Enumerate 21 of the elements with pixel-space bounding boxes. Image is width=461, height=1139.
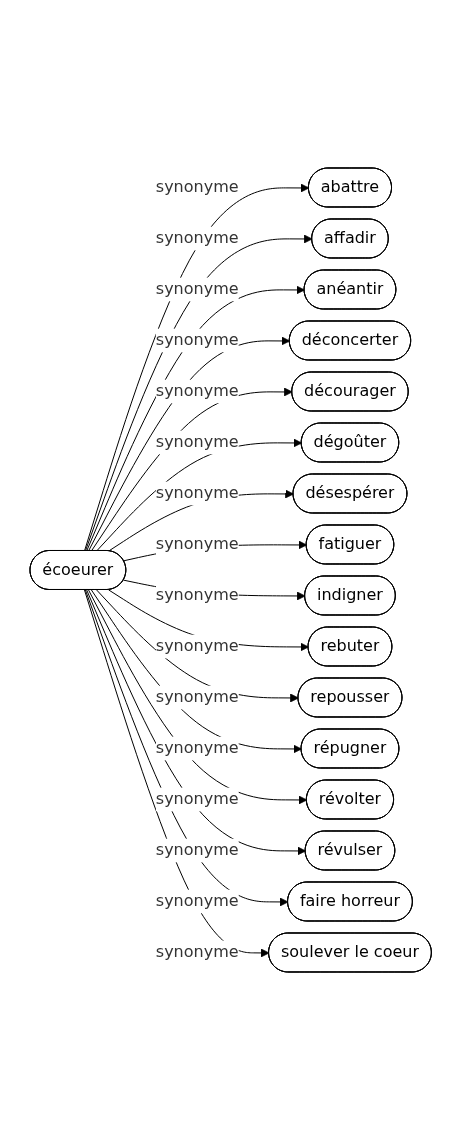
arrow [83, 589, 270, 957]
edge-label: synonyme [155, 737, 239, 757]
edge-label: synonyme [155, 431, 239, 451]
arrow [95, 589, 299, 702]
edge-label: synonyme [155, 584, 239, 604]
edge-label: synonyme [155, 533, 239, 553]
edge-label: synonyme [155, 279, 239, 298]
edge-label: synonyme [155, 177, 239, 196]
edge-label: synonyme [155, 381, 239, 400]
edge-label: synonyme [155, 228, 239, 247]
edge-label: synonyme [155, 839, 239, 859]
edge-label: synonyme [155, 330, 239, 349]
edge-label: synonyme [155, 890, 239, 910]
edge-label: synonyme [155, 788, 239, 808]
edge-label: synonyme [155, 635, 239, 655]
edge-label: synonyme [155, 686, 239, 706]
edge-label: synonyme [155, 941, 239, 961]
arrow [90, 589, 302, 753]
arrow [86, 589, 306, 855]
edge-label: synonyme [155, 482, 239, 502]
arrow [87, 336, 290, 551]
